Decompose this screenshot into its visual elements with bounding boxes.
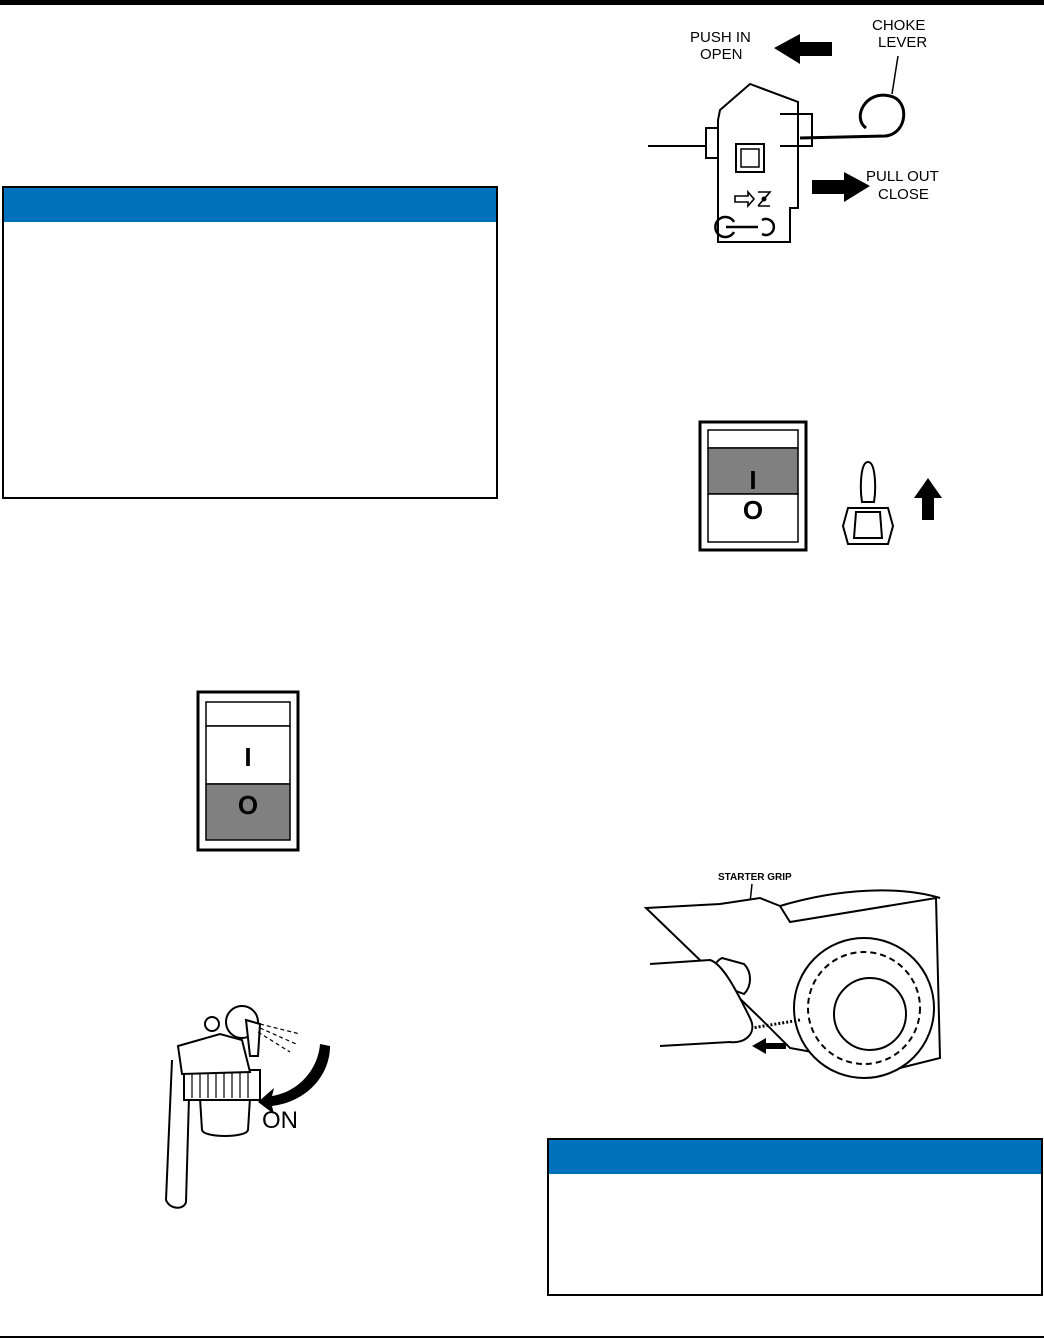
on-label: ON xyxy=(262,1107,298,1134)
hand-drawing xyxy=(649,958,754,1047)
switch-off-segment xyxy=(707,493,799,543)
leader-line xyxy=(891,55,899,95)
close-label: CLOSE xyxy=(878,186,929,203)
top-rule xyxy=(0,0,1044,5)
notice-panel-right xyxy=(547,1138,1043,1296)
curved-arrow-icon xyxy=(258,1044,330,1114)
fuel-valve-figure: ON xyxy=(164,1005,330,1209)
switch-top-cap xyxy=(205,701,291,727)
choke-lever-figure: PUSH IN OPEN CHOKE LEVER PULL OUT CLOSE xyxy=(648,17,939,243)
right-arrow-icon xyxy=(812,172,870,202)
switch-off-segment xyxy=(205,783,291,841)
switch-top-cap xyxy=(707,429,799,449)
on-symbol: I xyxy=(244,742,251,772)
off-symbol: O xyxy=(743,495,763,525)
push-in-label: PUSH IN xyxy=(690,29,751,46)
starter-grip-label: STARTER GRIP xyxy=(718,872,792,883)
lever-mount xyxy=(780,113,813,147)
engine-symbol-icon xyxy=(714,215,776,239)
left-arrow-icon xyxy=(774,34,832,64)
nut-ridges xyxy=(191,1072,249,1098)
open-label: OPEN xyxy=(700,46,743,63)
valve-lever xyxy=(244,1018,262,1057)
valve-body xyxy=(176,1032,252,1076)
pull-out-label: PULL OUT xyxy=(866,168,939,185)
bracket-window xyxy=(735,143,765,173)
valve-nut xyxy=(183,1069,261,1101)
recoil-starter-ring xyxy=(807,951,921,1065)
valve-screw xyxy=(204,1016,220,1032)
notice-panel-left xyxy=(2,186,498,499)
starter-grip-figure: STARTER GRIP xyxy=(643,872,942,1079)
choke-lever-hook xyxy=(799,93,906,140)
choke-label: CHOKE xyxy=(872,17,925,34)
lever-label: LEVER xyxy=(878,34,927,51)
pull-arrow-icon xyxy=(752,1038,786,1054)
recoil-starter-hub xyxy=(833,977,907,1051)
notice-header-bar xyxy=(4,188,496,222)
notice-header-bar xyxy=(549,1140,1041,1174)
bottom-rule xyxy=(0,1336,1044,1338)
engine-top-edge xyxy=(779,889,941,907)
bracket-window-inner xyxy=(740,148,760,168)
toggle-switch-icon xyxy=(841,460,895,545)
choke-symbol-dot xyxy=(761,196,767,202)
engine-switch-off-figure: I O xyxy=(196,690,300,852)
on-symbol: I xyxy=(749,465,756,495)
up-arrow-icon xyxy=(914,478,942,520)
lever-motion-lines xyxy=(257,1023,301,1053)
engine-switch-on-figure: I O xyxy=(698,420,942,552)
sediment-cup xyxy=(198,1097,252,1137)
choke-symbol-icon xyxy=(734,189,772,209)
off-symbol: O xyxy=(238,790,258,820)
